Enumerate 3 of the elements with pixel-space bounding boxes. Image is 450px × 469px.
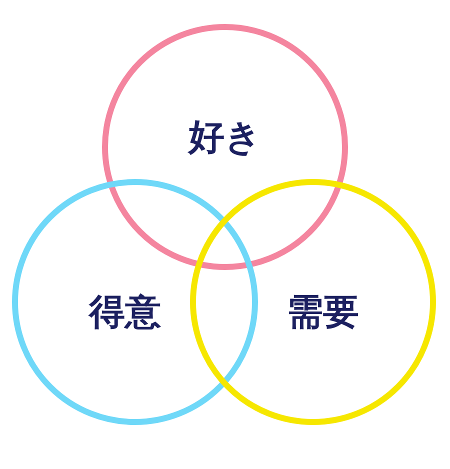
circle-label: 需要: [287, 290, 359, 334]
circle-label: 得意: [89, 290, 161, 334]
circle-label: 好き: [188, 116, 262, 160]
